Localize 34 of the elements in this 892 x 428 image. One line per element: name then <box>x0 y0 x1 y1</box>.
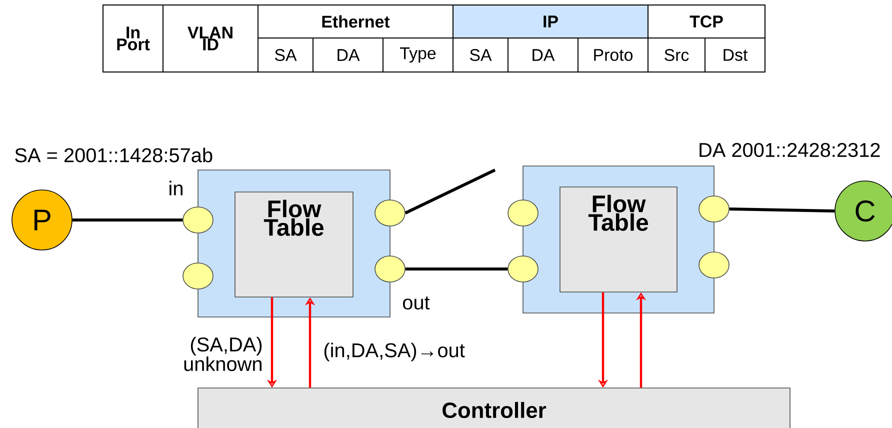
table-cell: In Port <box>102 4 164 72</box>
address-label: DA 2001::2428:2312 <box>700 142 880 158</box>
table-cell: SA <box>452 38 508 72</box>
port-oval <box>508 256 538 282</box>
port-oval <box>374 256 406 282</box>
table-cell: SA <box>258 38 314 72</box>
controller-bar: Controller <box>198 388 790 428</box>
port-label: out <box>403 296 430 310</box>
flow-table-box: Flow Table <box>234 192 354 298</box>
port-label: in <box>170 180 182 196</box>
port-oval <box>508 200 538 226</box>
flow-table-box: Flow Table <box>560 186 678 292</box>
table-cell: VLAN ID <box>162 4 258 72</box>
edge-label: (SA,DA) unknown <box>184 336 262 372</box>
table-cell: DA <box>508 38 578 72</box>
port-oval <box>182 206 214 234</box>
port-oval <box>374 200 406 226</box>
port-oval <box>698 252 730 278</box>
port-oval <box>698 196 730 222</box>
connector-line <box>404 168 496 214</box>
connector-line <box>72 218 183 222</box>
connector-line <box>729 208 835 212</box>
table-cell: DA <box>312 38 384 72</box>
table-cell: IP <box>452 4 648 38</box>
table-cell: Src <box>648 38 706 72</box>
table-cell: Type <box>382 38 454 72</box>
table-cell: TCP <box>648 4 766 38</box>
connector-line <box>405 268 508 270</box>
port-oval <box>182 262 214 290</box>
edge-label: (in,DA,SA)→out <box>324 342 465 362</box>
table-cell: Proto <box>578 38 648 72</box>
address-label: SA = 2001::1428:57ab <box>15 148 212 162</box>
table-cell: Ethernet <box>258 4 454 38</box>
table-cell: Dst <box>704 38 766 72</box>
